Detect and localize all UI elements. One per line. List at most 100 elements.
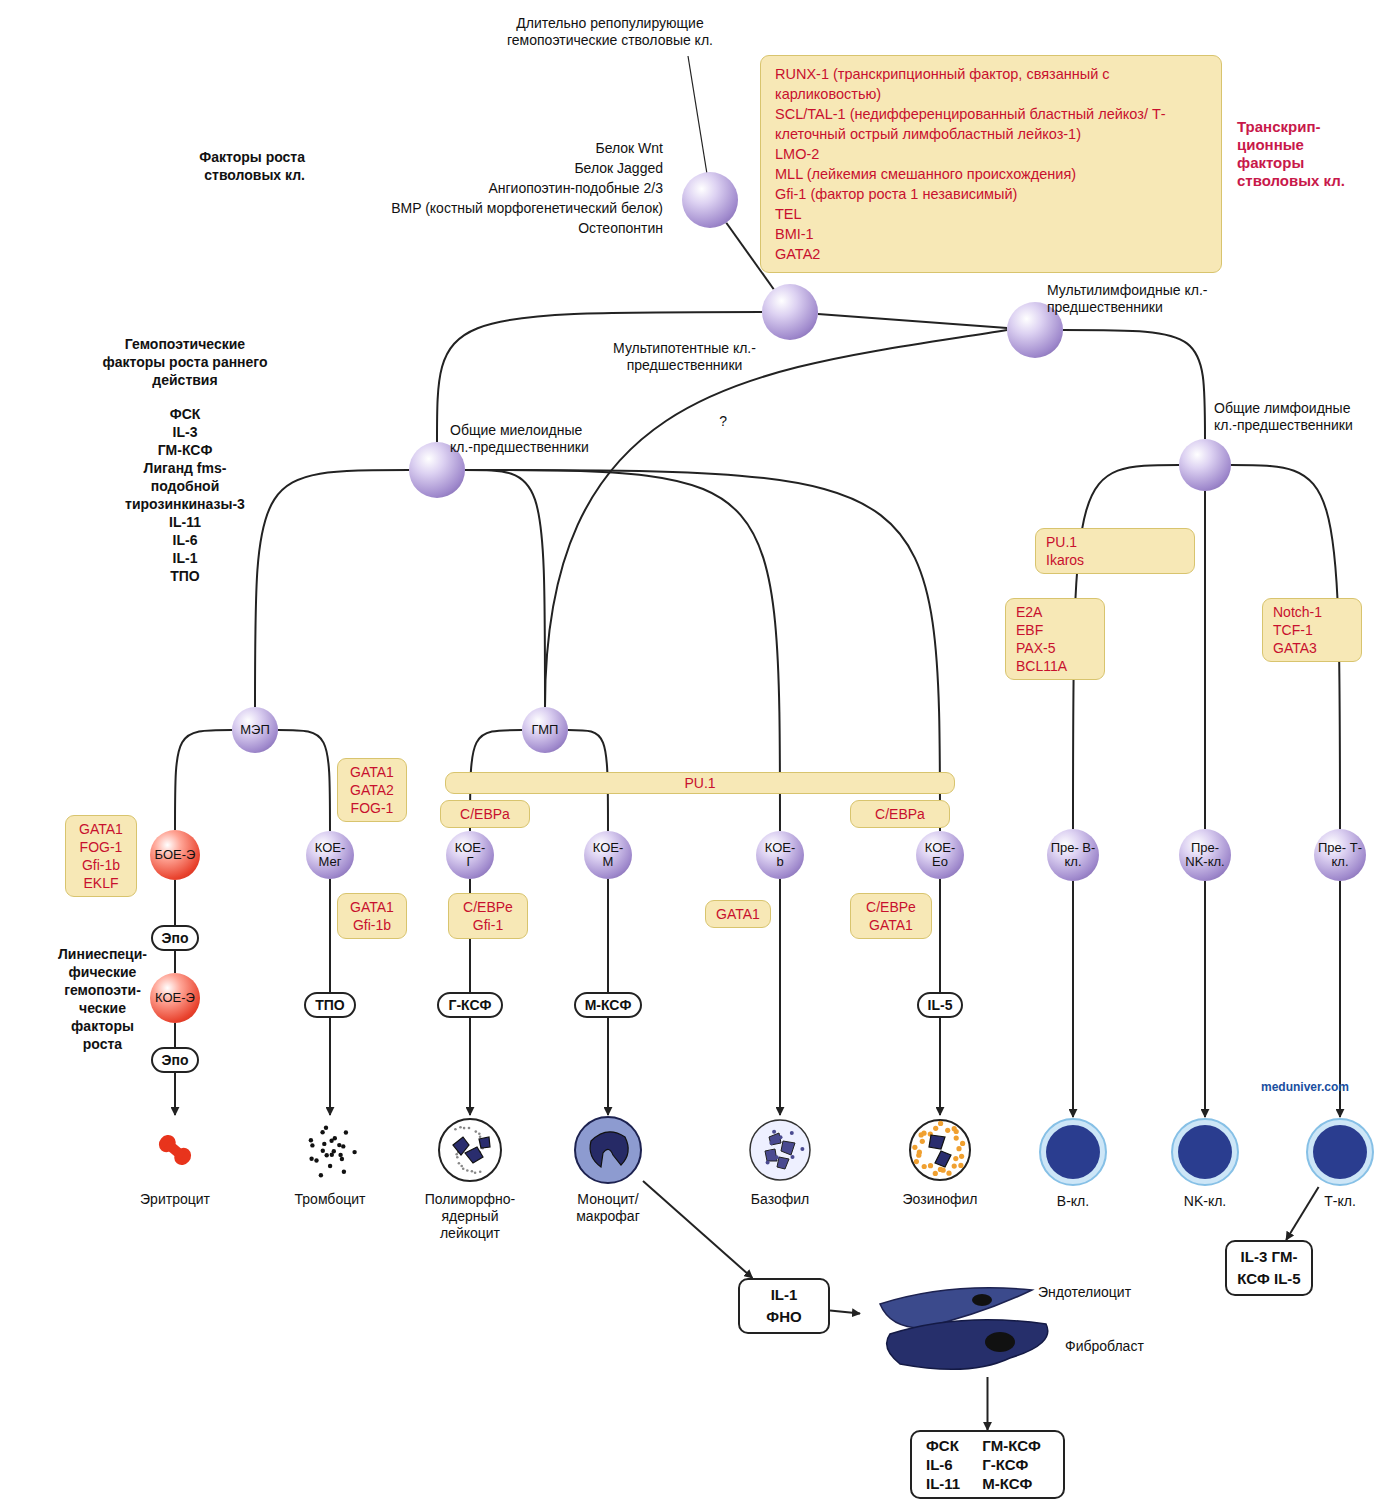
box-text: C/EBPe Gfi-1: [458, 898, 518, 934]
side-label: Гемопоэтические факторы роста раннего де…: [95, 335, 275, 389]
factor-box: E2A EBF PAX-5 BCL11A: [1005, 598, 1105, 680]
box-heading: Транскрип- ционные факторы стволовых кл.: [1237, 118, 1359, 190]
connector: [329, 1018, 331, 1115]
box-text: SCL/TAL-1 (недифференцированный бластный…: [775, 104, 1207, 144]
cell-circle: БОЕ-Э: [150, 830, 200, 880]
connector: [607, 1018, 609, 1115]
box-text: C/EBPe GATA1: [860, 898, 922, 934]
connector: [818, 314, 1007, 328]
node-label: Мультилимфоидные кл.-предшественники: [1047, 282, 1237, 316]
cell-circle: Общие лимфоидные кл.-предшественники: [1179, 439, 1231, 491]
cell-circle: КОЕ- Г: [446, 831, 494, 879]
mature-cell: В-кл.: [1038, 1117, 1108, 1187]
factor-text: IL-5: [928, 995, 953, 1015]
cell-label: NK-кл.: [1145, 1193, 1265, 1210]
erythrocyte-icon: [140, 1115, 210, 1185]
factor-box: IL-3 ГМ-КСФ IL-5: [1225, 1240, 1313, 1296]
node-label: КОЕ- Eo: [922, 841, 958, 869]
box-text: GATA1 GATA2 FOG-1: [344, 763, 400, 817]
box-text: TEL: [775, 204, 1207, 224]
node-label: ГМП: [525, 723, 565, 737]
monocyte-icon: [573, 1115, 643, 1185]
mature-cell: Эозинофил: [905, 1115, 975, 1185]
node-label: Общие лимфоидные кл.-предшественники: [1214, 400, 1374, 434]
connector: [278, 730, 330, 831]
edge-label: ?: [717, 413, 729, 429]
side-label: Линиеспеци- фические гемопоэти- ческие ф…: [50, 945, 155, 1053]
factor-box: GATA1: [705, 900, 771, 928]
cell-circle: Пре- NK-кл.: [1179, 829, 1231, 881]
node-label: БОЕ-Э: [152, 848, 198, 862]
factor-box: PU.1: [445, 772, 955, 794]
side-label: Белок Jagged: [300, 158, 663, 178]
cell-label: Моноцит/ макрофаг: [548, 1191, 668, 1225]
box-text: GATA2: [775, 244, 1207, 264]
cell-circle: КОЕ- b: [756, 831, 804, 879]
cell-circle: Длительно репопулирующие гемопоэтические…: [682, 172, 738, 228]
node-label: Общие миелоидные кл.-предшественники: [450, 422, 595, 456]
side-label: Факторы роста стволовых кл.: [190, 148, 305, 184]
connector: [329, 879, 331, 992]
factor-box: C/EBPa: [440, 800, 530, 828]
connector: [469, 1018, 471, 1115]
connector: [465, 470, 545, 707]
connector: [175, 730, 232, 830]
box-text: PU.1 Ikaros: [1046, 533, 1102, 569]
connector: [779, 879, 781, 1115]
cell-label: Базофил: [720, 1191, 840, 1208]
node-label: Пре- NK-кл.: [1182, 841, 1228, 869]
connector: [939, 879, 941, 992]
cell-circle: Общие миелоидные кл.-предшественники: [409, 442, 465, 498]
neutrophil-icon: [435, 1115, 505, 1185]
stromal-cells: ЭндотелиоцитФибробласт: [860, 1282, 1180, 1377]
box-text: C/EBPa: [857, 805, 943, 823]
box-text: C/EBPa: [447, 805, 523, 823]
box-text: E2A EBF PAX-5 BCL11A: [1016, 603, 1072, 675]
factor-list-box: ФСКГМ-КСФIL-6Г-КСФIL-11М-КСФ: [910, 1430, 1065, 1499]
node-label: КОЕ-Э: [152, 991, 198, 1005]
mature-cell: Полиморфно- ядерный лейкоцит: [435, 1115, 505, 1185]
node-label: КОЕ- Г: [452, 841, 488, 869]
factor-box: C/EBPe Gfi-1: [448, 893, 528, 939]
node-label: Пре- Т-кл.: [1317, 841, 1363, 869]
connector: [1072, 881, 1074, 1117]
node-label: МЭП: [235, 723, 275, 737]
factor-text: IL-6: [926, 1455, 968, 1474]
side-label: Лиганд fms-подобной тирозинкиназы-3: [110, 459, 260, 513]
side-label: IL-1: [95, 549, 275, 567]
cell-circle: КОЕ-Э: [150, 973, 200, 1023]
basophil-icon: [745, 1115, 815, 1185]
lymphocyte-icon: [1305, 1117, 1375, 1187]
leader-line: [688, 56, 707, 174]
node-label: КОЕ- b: [762, 841, 798, 869]
cell-label: Тромбоцит: [270, 1191, 390, 1208]
side-label: Белок Wnt: [300, 138, 663, 158]
label-group: Белок WntБелок JaggedАнгиопоэтин-подобны…: [300, 138, 663, 238]
eosinophil-icon: [905, 1115, 975, 1185]
connector: [174, 880, 176, 925]
cell-circle: КОЕ- М: [584, 831, 632, 879]
watermark: meduniver.com: [1250, 1080, 1360, 1094]
connector: [939, 1018, 941, 1115]
factor-text: IL-11: [926, 1474, 968, 1493]
side-label: ТПО: [95, 567, 275, 585]
connector: [607, 879, 609, 992]
lymphocyte-icon: [1038, 1117, 1108, 1187]
box-text: RUNX-1 (транскрипционный фактор, связанн…: [775, 64, 1207, 104]
lymphocyte-icon: [1170, 1117, 1240, 1187]
factor-box: GATA1 GATA2 FOG-1: [337, 758, 407, 822]
cell-circle: КОЕ- Мег: [306, 831, 354, 879]
label-group: Линиеспеци- фические гемопоэти- ческие ф…: [50, 945, 155, 1053]
factor-box: C/EBPe GATA1: [850, 893, 932, 939]
factor-box: IL-1 ФНО: [738, 1278, 830, 1334]
side-label: Остеопонтин: [300, 218, 663, 238]
label-group: Факторы роста стволовых кл.: [190, 148, 305, 184]
cell-label: Эозинофил: [880, 1191, 1000, 1208]
box-text: BMI-1: [775, 224, 1207, 244]
mature-cell: Тромбоцит: [295, 1115, 365, 1185]
side-label: Ангиопоэтин-подобные 2/3: [300, 178, 663, 198]
mature-cell: Эритроцит: [140, 1115, 210, 1185]
cell-label: Т-кл.: [1280, 1193, 1392, 1210]
factor-text: Г-КСФ: [448, 995, 491, 1015]
box-text: LMO-2: [775, 144, 1207, 164]
